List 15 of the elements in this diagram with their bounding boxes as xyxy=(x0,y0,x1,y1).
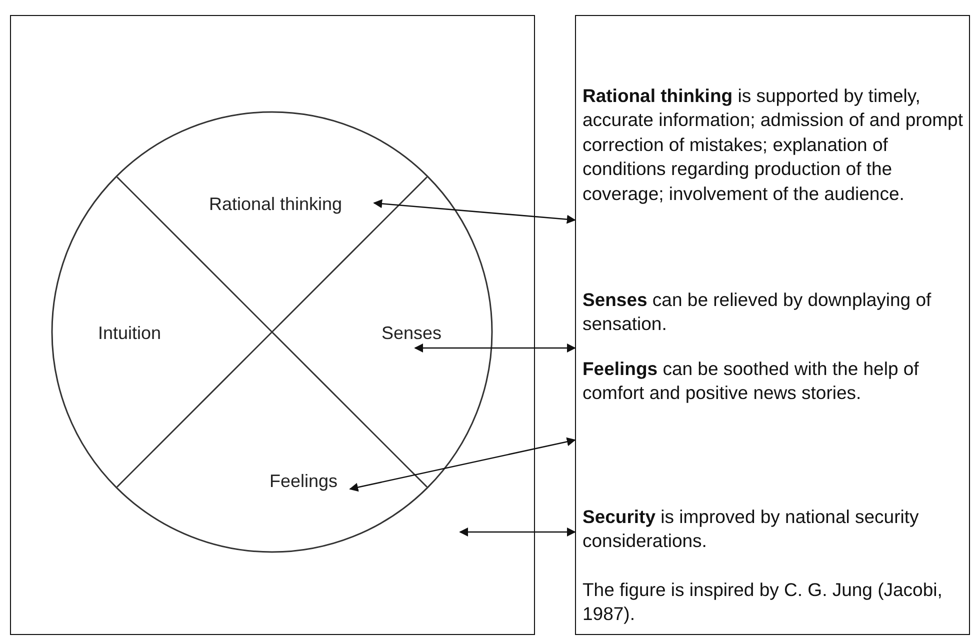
panel-box xyxy=(10,15,535,635)
description-text: Security is improved by national security considerations. xyxy=(574,504,970,556)
arrow xyxy=(459,528,576,536)
description-text: Rational thinking is supported by timely, accurate information; admission of and prompt correction of mistakes; explanation of conditions regarding production of the coverage; involvement of the audience. xyxy=(574,84,970,278)
arrow xyxy=(349,437,576,492)
description-text: The figure is inspired by C. G. Jung (Jacobi, 1987). xyxy=(574,578,970,630)
description-text: Feelings can be soothed with the help of comfort and positive news stories. xyxy=(574,356,970,442)
arrow xyxy=(373,199,576,224)
description-text: Senses can be relieved by downplaying of sensation. xyxy=(574,288,970,350)
quadrant-label: Senses xyxy=(372,320,452,348)
arrow xyxy=(414,344,576,352)
quadrant-label: Rational thinking xyxy=(178,190,374,218)
panel-box xyxy=(575,15,970,635)
quadrant-label: Intuition xyxy=(80,320,180,348)
quadrant-label: Feelings xyxy=(258,468,350,496)
